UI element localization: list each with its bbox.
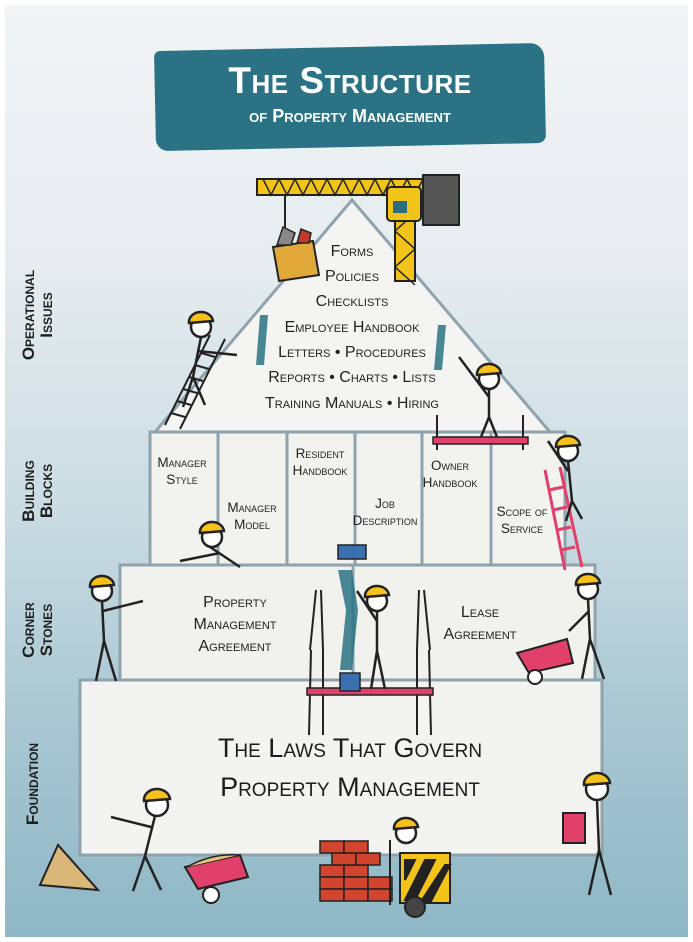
foundation-line-1: The Laws That Govern [217, 733, 483, 763]
foundation-line-2: Property Management [220, 772, 480, 802]
structure-illustration [38, 174, 613, 918]
corner-stones-block [118, 563, 597, 682]
paint-roller-icon [256, 315, 446, 370]
brick-pile-icon [319, 840, 393, 902]
label-foundation: Foundation [23, 742, 42, 826]
worker-icon [181, 310, 238, 408]
forklift-icon [389, 840, 452, 918]
foundation-block [78, 678, 604, 857]
worker-icon [546, 434, 584, 522]
poster: The Structure of Property Management Ope… [5, 5, 688, 937]
clipboard-icon [562, 812, 586, 844]
worker-icon [568, 572, 606, 680]
paint-roller-icon [337, 544, 367, 670]
worker-icon [582, 771, 613, 896]
roof-item: Forms [330, 243, 374, 260]
worker-icon [88, 574, 144, 682]
page-title: The Structure [228, 60, 472, 101]
page-subtitle: of Property Management [249, 106, 451, 126]
scaffold-icon [306, 589, 434, 736]
roof-item: Checklists [315, 293, 389, 310]
worker-icon [458, 356, 503, 438]
roof-item: Training Manuals • Hiring [264, 395, 439, 412]
worker-icon [355, 584, 391, 690]
scaffold-icon [432, 415, 529, 450]
roof-item: Employee Handbook [284, 319, 420, 336]
wheelbarrow-icon [183, 853, 250, 904]
roof-item: Policies [324, 268, 380, 285]
worker-icon [110, 787, 172, 892]
worker-icon [179, 520, 241, 569]
worker-icon [392, 816, 420, 845]
ladder-icon [543, 466, 584, 571]
toolbox-icon [271, 225, 321, 283]
roof-triangle [151, 197, 554, 434]
wheelbarrow-icon [515, 637, 575, 685]
sand-pile-icon [38, 843, 101, 892]
roof-item: Letters • Procedures [278, 344, 426, 361]
roof-item: Reports • Charts • Lists [268, 369, 436, 386]
